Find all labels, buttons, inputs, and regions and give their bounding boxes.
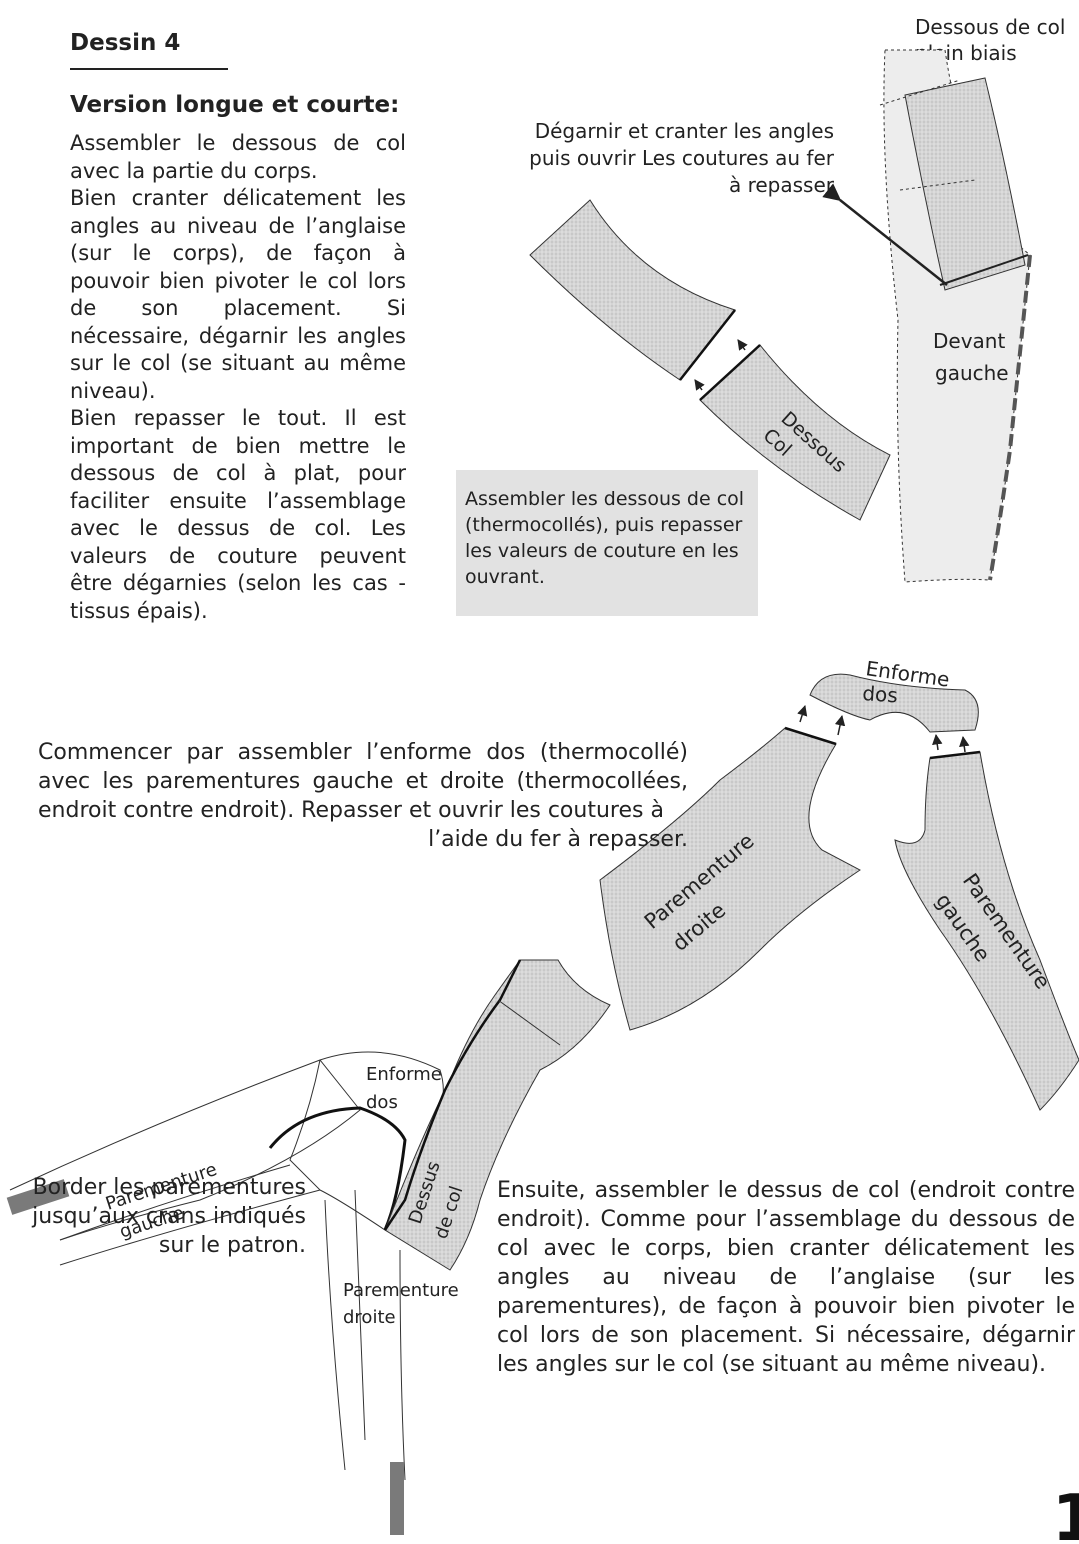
enforme-dos-bottom-label-2: dos [366, 1092, 398, 1113]
devant-edge [988, 254, 1032, 581]
page-title: Dessin 4 [70, 30, 181, 56]
commencer-text: Commencer par assembler l’enforme dos (t… [38, 738, 688, 854]
commencer-last-line: l’aide du fer à repasser. [428, 827, 688, 852]
border-text: Border les parementures jusqu’aux crans … [32, 1175, 306, 1258]
dessous-col-strip [904, 77, 1026, 291]
intro-text: Assembler le dessous de col avec la part… [70, 130, 406, 625]
parementure-droite-bottom-label-2: droite [343, 1307, 396, 1328]
svg-text:1: 1 [1052, 1484, 1079, 1544]
enforme-dos-top-label-2: dos [862, 681, 899, 707]
enforme-dos-top-piece [809, 673, 979, 733]
title-underline [70, 68, 228, 70]
parementure-droite-edge [390, 1462, 404, 1535]
section-heading: Version longue et courte: [70, 92, 400, 118]
devant-gauche-label: Devant [933, 329, 1005, 353]
parementure-droite-bottom-label: Parementure [343, 1280, 459, 1301]
angles-callout: Dégarnir et cranter les angles puis ouvr… [529, 119, 834, 197]
parementure-gauche-bottom-piece [9, 1059, 361, 1241]
devant-gauche-label-2: gauche [935, 361, 1009, 385]
enforme-dos-bottom-label: Enforme [366, 1064, 442, 1085]
parementure-gauche-top-piece [894, 751, 1079, 1111]
dessous-col-piece-a [529, 199, 736, 381]
intro-paragraph: Bien cranter délicatement les angles au … [70, 186, 406, 403]
instruction-box: Assembler les dessous de col (thermocoll… [456, 470, 758, 616]
parementure-droite-top-piece [599, 727, 861, 1031]
commencer-body: Commencer par assembler l’enforme dos (t… [38, 740, 688, 823]
page-number: 1 [1052, 1484, 1079, 1544]
intro-paragraph: Assembler le dessous de col avec la part… [70, 131, 406, 183]
parementure-droite-bottom-piece [324, 1189, 406, 1481]
instruction-box-text: Assembler les dessous de col (thermocoll… [465, 488, 745, 588]
ensuite-text: Ensuite, assembler le dessus de col (end… [497, 1178, 1075, 1377]
dessous-col-piece-b [699, 344, 891, 521]
devant-gauche-piece [883, 49, 1031, 583]
note-line: Dessous de col [915, 15, 1066, 39]
intro-paragraph: Bien repasser le tout. Il est important … [70, 406, 406, 623]
parementure-gauche-edge [6, 1179, 70, 1215]
